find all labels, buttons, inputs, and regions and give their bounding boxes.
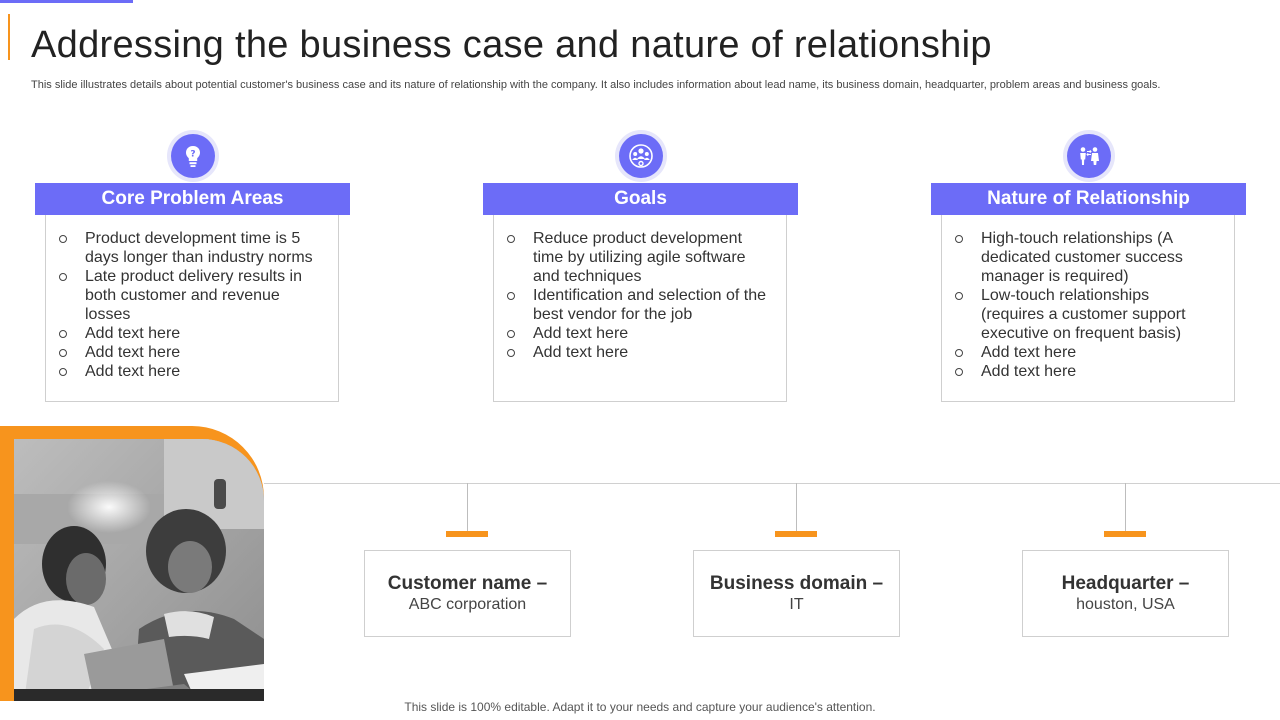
column-header: Goals <box>483 183 798 215</box>
info-title: Customer name – <box>387 572 548 594</box>
people-working-photo <box>14 439 264 701</box>
list-item: Add text here <box>952 362 1216 381</box>
list-item: Add text here <box>504 324 768 343</box>
headquarter-box: Headquarter – houston, USA <box>1022 550 1229 637</box>
bullet-list: High-touch relationships (A dedicated cu… <box>942 215 1234 381</box>
info-title: Headquarter – <box>1061 572 1190 594</box>
column-card: High-touch relationships (A dedicated cu… <box>941 215 1235 402</box>
customer-name-box: Customer name – ABC corporation <box>364 550 571 637</box>
footer-note: This slide is 100% editable. Adapt it to… <box>404 700 876 714</box>
list-item: Add text here <box>56 324 320 343</box>
photo-frame <box>0 426 264 701</box>
orange-tick <box>775 531 817 537</box>
page-title: Addressing the business case and nature … <box>31 24 992 66</box>
page-subtitle: This slide illustrates details about pot… <box>31 79 1161 91</box>
title-accent-bar <box>8 14 10 60</box>
column-card: Product development time is 5 days longe… <box>45 215 339 402</box>
column-header: Nature of Relationship <box>931 183 1246 215</box>
people-exchange-icon <box>1062 130 1115 182</box>
list-item: Reduce product development time by utili… <box>504 229 768 286</box>
svg-text:?: ? <box>190 150 195 160</box>
list-item: Add text here <box>504 343 768 362</box>
list-item: High-touch relationships (A dedicated cu… <box>952 229 1216 286</box>
list-item: Add text here <box>952 343 1216 362</box>
connector-line <box>1125 483 1126 531</box>
info-value: houston, USA <box>1076 595 1175 613</box>
business-domain-box: Business domain – IT <box>693 550 900 637</box>
connector-line <box>796 483 797 531</box>
bullet-list: Product development time is 5 days longe… <box>46 215 338 381</box>
info-title: Business domain – <box>709 572 884 594</box>
info-value: ABC corporation <box>408 595 527 613</box>
column-card: Reduce product development time by utili… <box>493 215 787 402</box>
column-header: Core Problem Areas <box>35 183 350 215</box>
orange-tick <box>446 531 488 537</box>
bullet-list: Reduce product development time by utili… <box>494 215 786 362</box>
horizontal-divider <box>264 483 1280 484</box>
list-item: Identification and selection of the best… <box>504 286 768 324</box>
list-item: Low-touch relationships (requires a cust… <box>952 286 1216 343</box>
orange-tick <box>1104 531 1146 537</box>
lightbulb-question-icon: ? <box>166 130 219 182</box>
connector-line <box>467 483 468 531</box>
list-item: Add text here <box>56 343 320 362</box>
list-item: Product development time is 5 days longe… <box>56 229 320 267</box>
top-accent-bar <box>0 0 133 3</box>
info-value: IT <box>789 595 804 613</box>
list-item: Late product delivery results in both cu… <box>56 267 320 324</box>
list-item: Add text here <box>56 362 320 381</box>
team-target-icon <box>614 130 667 182</box>
